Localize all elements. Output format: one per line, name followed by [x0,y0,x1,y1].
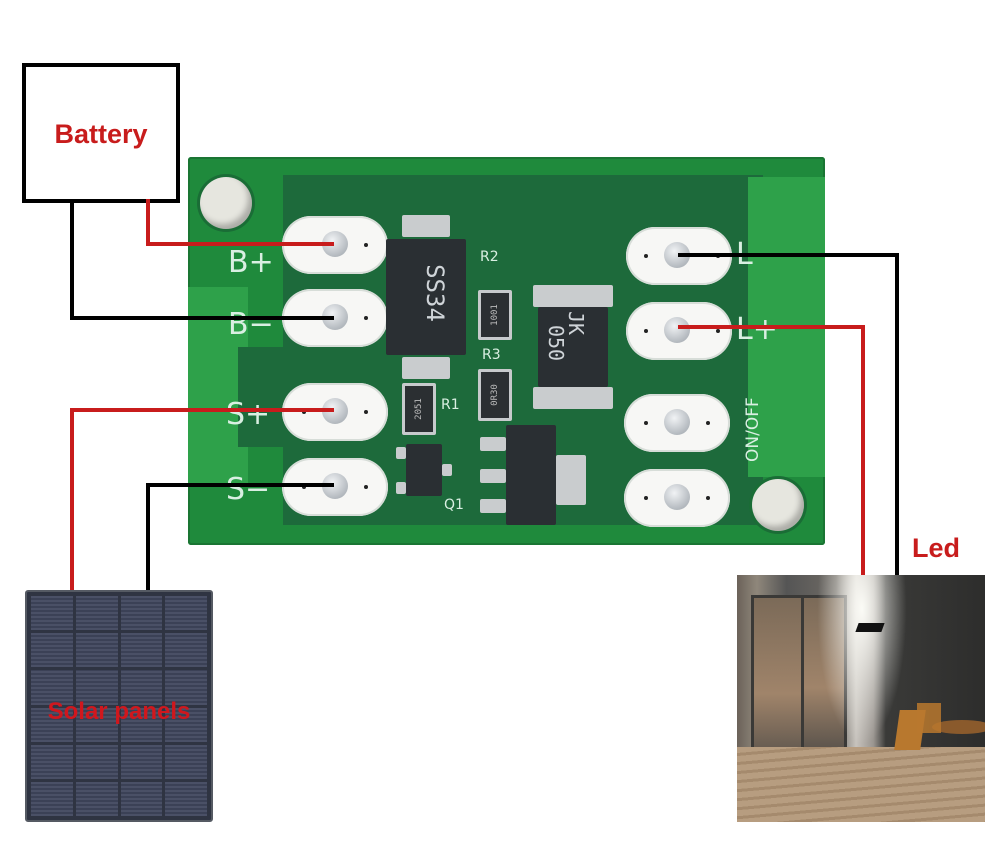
solder-joint [442,464,452,476]
wire-led-positive-horizontal [678,325,865,329]
mosfet [506,425,556,525]
solder-joint [480,469,506,483]
battery-box: Battery [22,63,180,203]
wire-solar-negative-horizontal [146,483,334,487]
wire-led-positive-vertical [861,325,865,578]
wire-solar-negative-vertical [146,483,150,590]
wire-led-negative-horizontal [678,253,899,257]
resistor-r1: 2051 [402,383,436,435]
solar-lamp-icon [855,623,885,632]
wire-battery-negative-horizontal [70,316,334,320]
silk-b-plus: B+ [228,245,274,280]
wire-solar-positive-vertical [70,408,74,590]
pad-b-minus[interactable] [282,289,388,347]
solder-joint [480,499,506,513]
solder-joint [396,447,406,459]
silk-on-off: ON/OFF [743,397,763,462]
wire-led-negative-vertical [895,253,899,578]
pad-s-minus[interactable] [282,458,388,516]
wire-battery-negative-vertical [70,199,74,320]
resistor-r3: 0R30 [478,369,512,421]
transistor-q1 [406,444,442,496]
solar-panel [25,590,213,822]
silk-b-minus: B− [228,307,274,342]
patio-chair [917,703,941,733]
patio-door [751,595,807,761]
wire-battery-positive-horizontal [146,242,334,246]
led-light-photo [737,575,985,822]
light-glow [817,575,907,745]
silk-r2: R2 [480,249,499,265]
patio-table [932,720,985,734]
solder-joint [402,215,450,237]
silk-q1: Q1 [444,497,464,513]
silk-l-plus: L+ [736,312,778,347]
pad-switch-2[interactable] [624,469,730,527]
solder-joint [533,387,613,409]
resistor-r2: 1001 [478,290,512,340]
led-label: Led [912,533,961,563]
diode-ss34: SS34 [386,239,466,355]
wire-battery-positive-vertical [146,199,150,246]
pad-s-plus[interactable] [282,383,388,441]
pad-l-plus[interactable] [626,302,732,360]
silk-r1: R1 [441,397,460,413]
inductor-jk050: JK 050 [538,307,608,387]
wire-solar-positive-horizontal [70,408,334,412]
solder-joint [533,285,613,307]
wooden-deck [737,747,985,822]
silk-s-minus: S− [226,472,271,507]
silk-s-plus: S+ [226,397,271,432]
mounting-hole [752,479,804,531]
solder-joint [402,357,450,379]
solder-joint [480,437,506,451]
solder-joint [556,455,586,505]
silk-r3: R3 [482,347,501,363]
battery-label: Battery [54,119,148,149]
solar-panel-label: Solar panels [47,698,191,725]
mounting-hole [200,177,252,229]
solder-joint [396,482,406,494]
pad-switch-1[interactable] [624,394,730,452]
